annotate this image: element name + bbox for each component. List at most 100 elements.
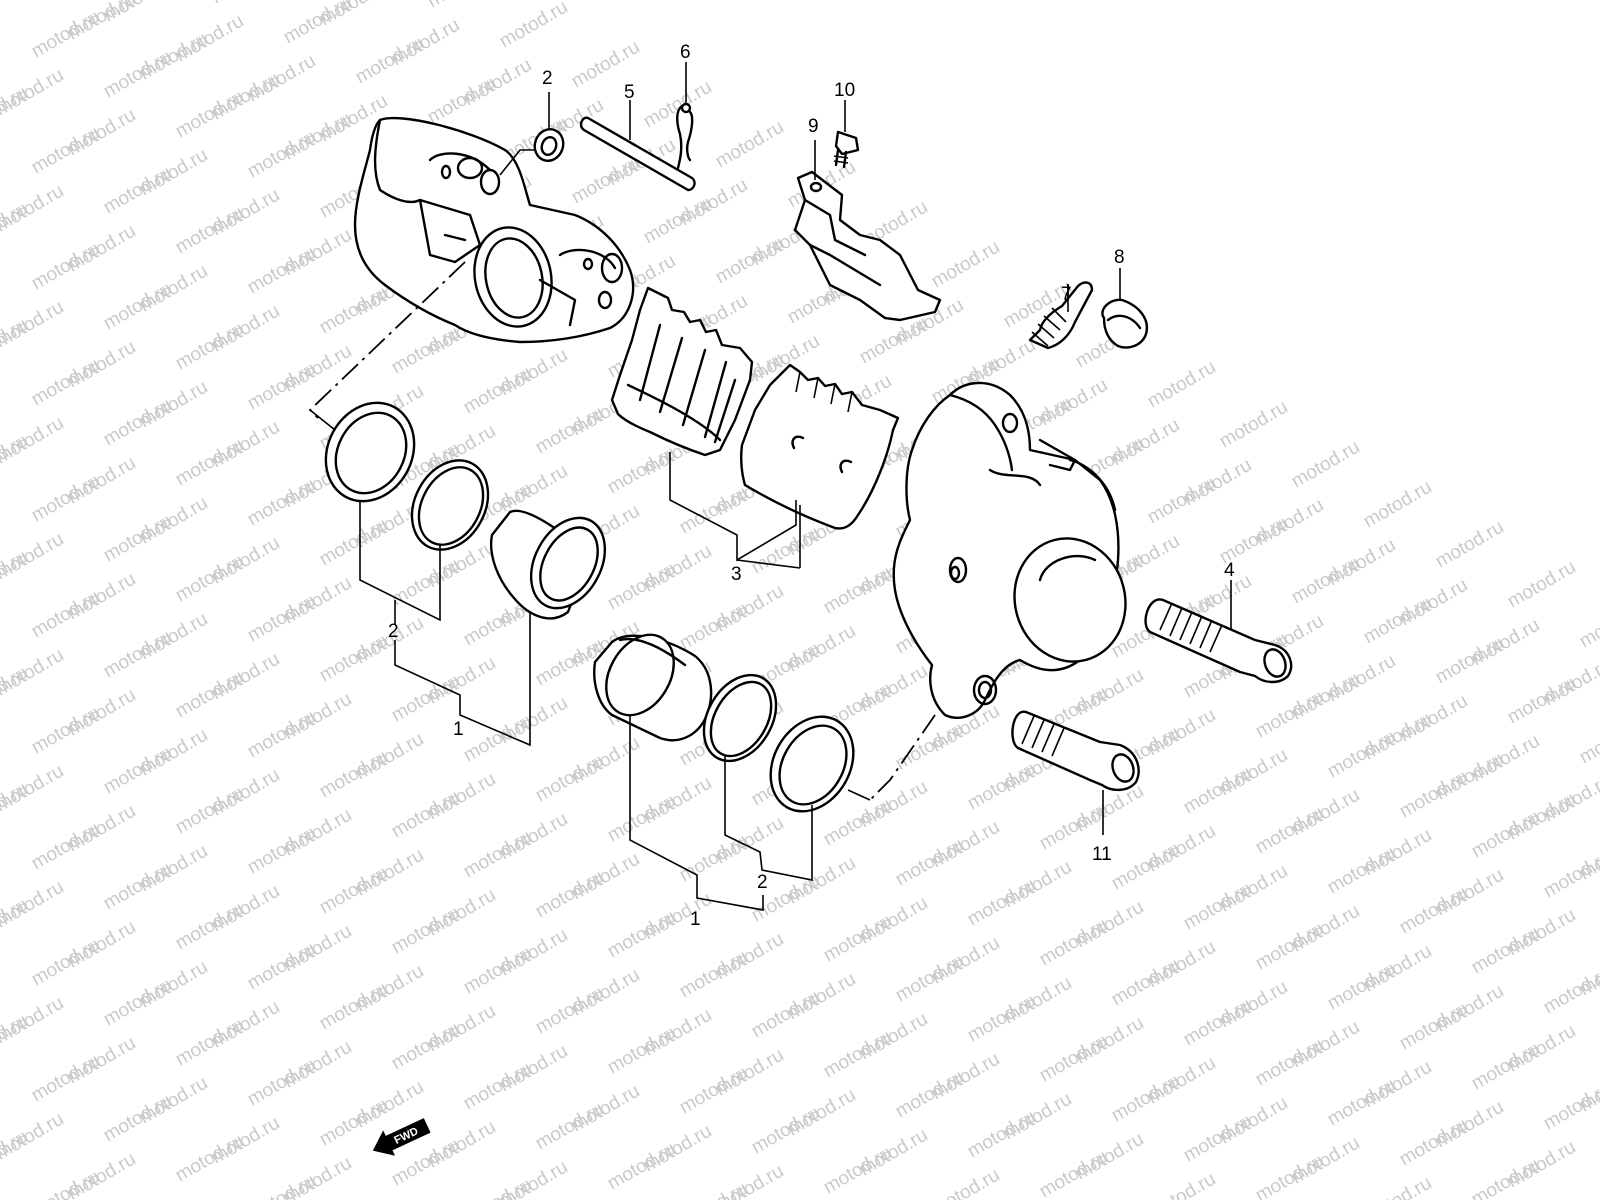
- watermark-text: motod.ru: [1576, 713, 1600, 769]
- watermark-text: motod.ru: [1540, 847, 1600, 903]
- mounting-bolt-4[interactable]: [1144, 598, 1293, 684]
- watermark-text: motod.ru: [964, 991, 1039, 1047]
- callout-11-bolt: 11: [1092, 844, 1112, 865]
- callout-10-screw: 10: [834, 80, 855, 101]
- callout-6-clip: 6: [680, 42, 691, 63]
- watermark-text: motod.ru: [460, 363, 535, 419]
- callout-2-seals-left: 2: [388, 621, 399, 642]
- piston-left[interactable]: [489, 505, 620, 621]
- piston-seal-right-outer[interactable]: [754, 702, 870, 827]
- watermark-text: motod.ru: [316, 515, 391, 571]
- bleeder-valve[interactable]: [1028, 281, 1094, 350]
- watermark-text: motod.ru: [172, 667, 247, 723]
- watermark-text: motod.ru: [1108, 955, 1183, 1011]
- watermark-text: motod.ru: [1144, 357, 1219, 413]
- watermark-text: motod.ru: [388, 555, 463, 611]
- bleeder-cap[interactable]: [1101, 298, 1149, 349]
- watermark-text: motod.ru: [424, 0, 499, 12]
- watermark-text: motod.ru: [1360, 1173, 1435, 1200]
- watermark-text: motod.ru: [1144, 473, 1219, 529]
- watermark-text: motod.ru: [1180, 995, 1255, 1051]
- watermark-text: motod.ru: [244, 591, 319, 647]
- watermark-text: motod.ru: [460, 1175, 535, 1200]
- watermark-text: motod.ru: [28, 587, 103, 643]
- watermark-text: motod.ru: [928, 1165, 1003, 1200]
- fwd-arrow-icon: [372, 1118, 431, 1156]
- watermark-text: motod.ru: [928, 237, 1003, 293]
- watermark-text: motod.ru: [964, 1107, 1039, 1163]
- watermark-text: motod.ru: [604, 907, 679, 963]
- spring-screw[interactable]: [833, 130, 860, 169]
- watermark-text: motod.ru: [244, 1055, 319, 1111]
- watermark-text: motod.ru: [352, 33, 427, 89]
- watermark-text: motod.ru: [1252, 1151, 1327, 1200]
- watermark-text: motod.ru: [676, 1063, 751, 1119]
- watermark-text: motod.ru: [1288, 437, 1363, 493]
- watermark-text: motod.ru: [28, 1167, 103, 1200]
- watermark-text: motod.ru: [748, 987, 823, 1043]
- watermark-text: motod.ru: [892, 719, 967, 775]
- watermark-text: motod.ru: [172, 203, 247, 259]
- mounting-bolt-11[interactable]: [1011, 710, 1140, 792]
- watermark-text: motod.ru: [1108, 839, 1183, 895]
- brake-pad-front[interactable]: [610, 286, 754, 457]
- callout-7-bleeder: 7: [1061, 284, 1072, 305]
- watermark-text: motod.ru: [676, 483, 751, 539]
- watermark-text: motod.ru: [1396, 767, 1471, 823]
- watermark-text: motod.ru: [1504, 557, 1579, 613]
- watermark-text: motod.ru: [712, 233, 787, 289]
- watermark-text: motod.ru: [748, 1103, 823, 1159]
- watermark-text: motod.ru: [100, 511, 175, 567]
- caliper-body-left[interactable]: [353, 116, 635, 344]
- watermark-text: motod.ru: [676, 947, 751, 1003]
- watermark-text: motod.ru: [604, 1023, 679, 1079]
- watermark-text: motod.ru: [460, 1059, 535, 1115]
- callout-labels: 2 5 6 10 9 8 7 3 4 2 1 11 2 1: [388, 42, 1235, 930]
- watermark-text: motod.ru: [604, 559, 679, 615]
- watermark-text: motod.ru: [532, 751, 607, 807]
- callout-1-piston-right: 1: [690, 909, 701, 930]
- watermark-text: motod.ru: [388, 323, 463, 379]
- watermark-text: motod.ru: [28, 123, 103, 179]
- watermark-text: motod.ru: [100, 1091, 175, 1147]
- pad-pin[interactable]: [579, 116, 696, 192]
- brake-pad-rear[interactable]: [740, 363, 900, 530]
- watermark-text: motod.ru: [1324, 959, 1399, 1015]
- leader-lines: [308, 62, 1232, 911]
- piston-seal-right-inner[interactable]: [689, 662, 790, 774]
- watermark-text: motod.ru: [28, 819, 103, 875]
- caliper-body-right[interactable]: [892, 381, 1140, 719]
- watermark-text: motod.ru: [1108, 1071, 1183, 1127]
- watermark-text: motod.ru: [568, 153, 643, 209]
- watermark-text: motod.ru: [604, 1139, 679, 1195]
- watermark-text: motod.ru: [1360, 593, 1435, 649]
- watermark-text: motod.ru: [532, 983, 607, 1039]
- watermark-text: motod.ru: [640, 193, 715, 249]
- watermark-text: motod.ru: [244, 127, 319, 183]
- watermark-text: motod.ru: [100, 859, 175, 915]
- watermark-text: motod.ru: [676, 831, 751, 887]
- callout-2-seals-right: 2: [757, 872, 768, 893]
- piston-seal-left-inner[interactable]: [397, 447, 503, 563]
- watermark-text: motod.ru: [1180, 763, 1255, 819]
- watermark-text: motod.ru: [28, 471, 103, 527]
- piston-right[interactable]: [593, 623, 713, 742]
- piston-seal-left-outer[interactable]: [309, 387, 431, 516]
- watermark-text: motod.ru: [1252, 919, 1327, 975]
- watermark-text: motod.ru: [1396, 1115, 1471, 1171]
- watermark-text: motod.ru: [1036, 915, 1111, 971]
- watermark-text: motod.ru: [964, 759, 1039, 815]
- watermark-text: motod.ru: [1036, 1031, 1111, 1087]
- watermark-text: motod.ru: [244, 359, 319, 415]
- watermark-text: motod.ru: [1324, 727, 1399, 783]
- pad-spring[interactable]: [793, 170, 942, 322]
- watermark-text: motod.ru: [244, 243, 319, 299]
- watermark-text: motod.ru: [316, 863, 391, 919]
- watermark-text: motod.ru: [172, 783, 247, 839]
- washer[interactable]: [530, 125, 567, 165]
- watermark-text: motod.ru: [1252, 687, 1327, 743]
- watermark-text: motod.ru: [1432, 633, 1507, 689]
- watermark-text: motod.ru: [172, 1015, 247, 1071]
- watermark-text: motod.ru: [1252, 1035, 1327, 1091]
